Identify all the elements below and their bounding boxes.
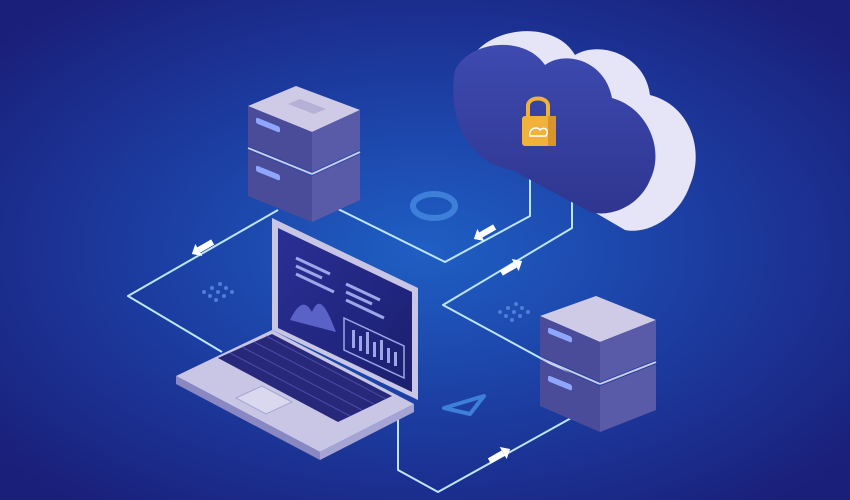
arrow-icon [487, 446, 511, 464]
dot-grid-icon [202, 282, 234, 302]
arrow-icon [191, 239, 215, 257]
circle-outline-icon [410, 191, 458, 221]
arrow-icon [499, 258, 523, 276]
line-server1-to-cloud [335, 170, 531, 263]
server-icon [247, 86, 361, 222]
touchpad [234, 385, 294, 415]
padlock-icon [522, 96, 556, 146]
line-laptop-to-server2 [397, 401, 601, 493]
server-icon [539, 296, 657, 432]
arrows [191, 224, 523, 464]
dot-grid-icon [498, 302, 530, 322]
connection-lines [127, 170, 601, 493]
triangle-outline-icon [442, 394, 486, 416]
laptop-icon [176, 218, 418, 460]
cloud-icon [453, 31, 696, 231]
keyboard [218, 334, 392, 422]
arrow-icon [473, 224, 497, 242]
line-laptop-to-server1 [127, 209, 279, 353]
